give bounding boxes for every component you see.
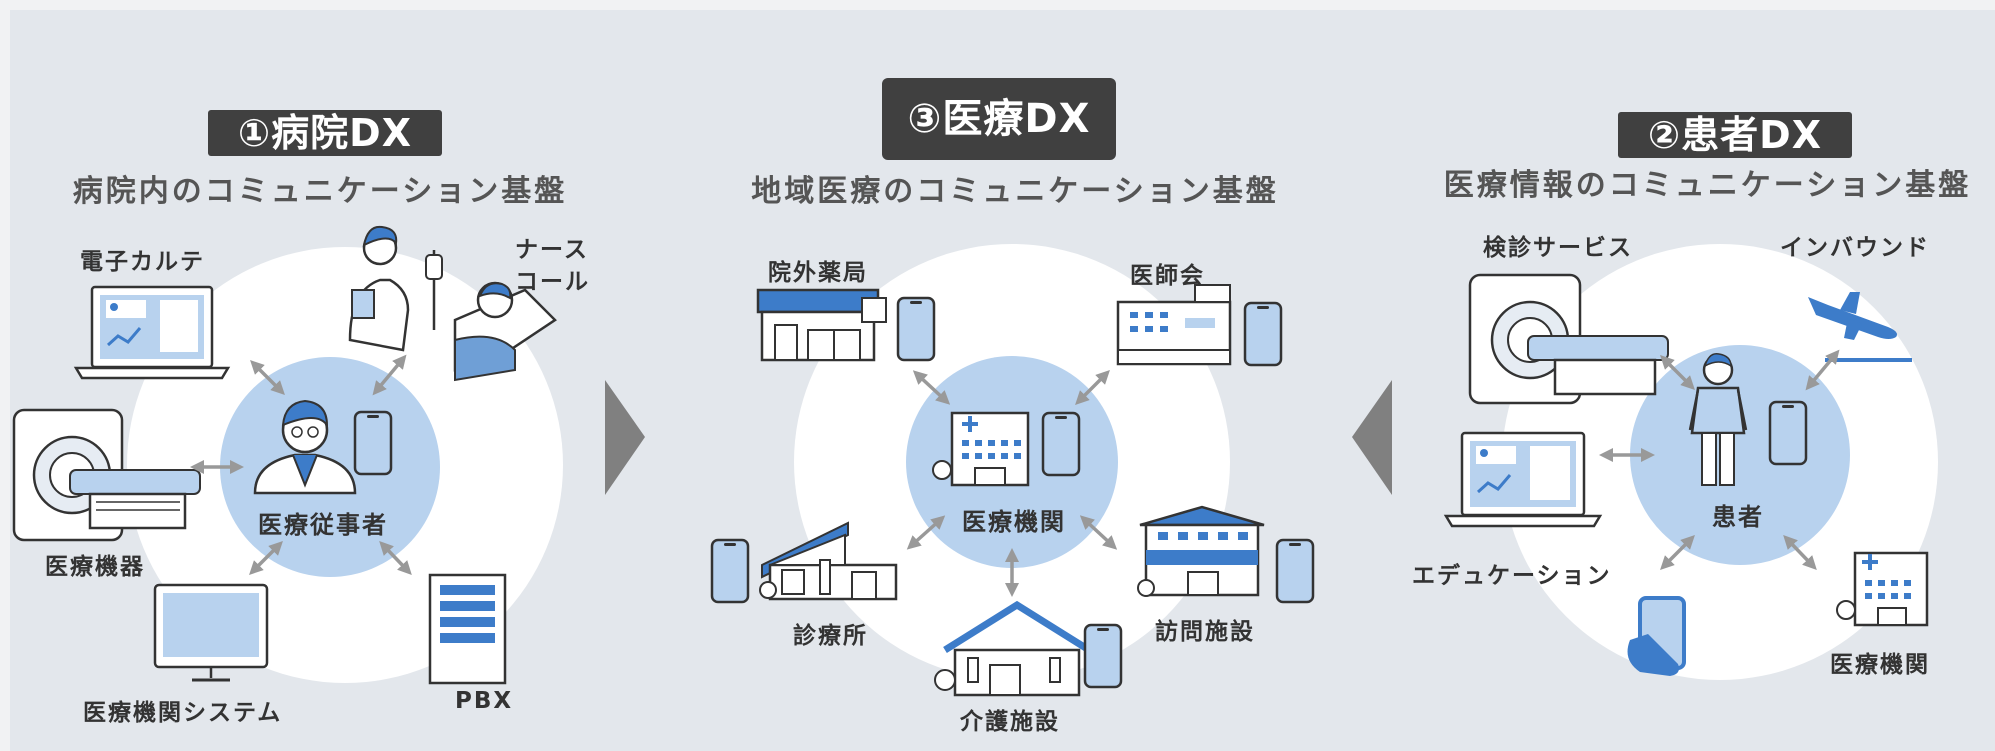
- nurse-call-icon: [348, 225, 557, 382]
- nurse-call-label-line2: コール: [515, 269, 590, 295]
- smartphone-icon: [896, 296, 936, 362]
- nurse-call-label-line1: ナース: [515, 237, 589, 263]
- laptop-emr-icon: [73, 285, 231, 380]
- emr-label: 電子カルテ: [80, 249, 205, 275]
- checkup-mri-icon: [1468, 273, 1669, 405]
- care-facility-label: 介護施設: [960, 709, 1060, 735]
- patient-connection-arrows: [1599, 349, 1840, 571]
- hospital-connection-arrows: [190, 354, 412, 576]
- patient-center-disc: [1630, 345, 1850, 565]
- hand-phone-icon: [1627, 596, 1686, 676]
- chevron-left-icon: [1352, 380, 1392, 495]
- smartphone-icon: [1243, 301, 1283, 367]
- medical-dx-tag: ③医療DX: [882, 78, 1116, 160]
- pbx-server-icon: [428, 573, 507, 685]
- smartphone-icon: [710, 538, 750, 604]
- monitor-icon: [153, 583, 269, 682]
- hospital-dx-tag: ①病院DX: [208, 110, 442, 156]
- clinic-label: 診療所: [793, 623, 868, 649]
- visiting-facility-label: 訪問施設: [1155, 619, 1255, 645]
- hospital-building-icon: [932, 411, 1030, 487]
- patient-center-label: 患者: [1712, 503, 1764, 531]
- medical-subtitle: 地域医療のコミュニケーション基盤: [751, 174, 1279, 209]
- education-laptop-icon: [1443, 431, 1603, 528]
- medical-device-label: 医療機器: [45, 554, 145, 580]
- medical-association-icon: [1116, 284, 1232, 366]
- medical-association-label: 医師会: [1130, 263, 1205, 289]
- pharmacy-icon: [756, 288, 887, 362]
- chevron-right-icon: [605, 380, 645, 495]
- visiting-facility-icon: [1137, 505, 1265, 597]
- doctor-icon: [253, 399, 357, 495]
- hospital-subtitle: 病院内のコミュニケーション基盤: [72, 174, 568, 209]
- airplane-icon: [1808, 292, 1912, 362]
- pharmacy-label: 院外薬局: [768, 260, 868, 286]
- institution-system-label: 医療機関システム: [83, 700, 283, 726]
- smartphone-icon: [1041, 411, 1081, 477]
- smartphone-icon: [1275, 538, 1315, 604]
- inbound-label: インバウンド: [1780, 235, 1930, 261]
- institution-building-icon: [1836, 551, 1929, 627]
- smartphone-icon: [1083, 623, 1123, 689]
- smartphone-icon: [1768, 400, 1808, 466]
- education-label: エデュケーション: [1412, 563, 1612, 589]
- patient-subtitle: 医療情報のコミュニケーション基盤: [1443, 168, 1972, 203]
- checkup-label: 検診サービス: [1483, 235, 1633, 261]
- medical-connection-arrows: [906, 370, 1118, 597]
- patient-icon: [1688, 353, 1748, 486]
- institution-label: 医療機関: [1830, 652, 1930, 678]
- patient-dx-tag: ②患者DX: [1618, 112, 1852, 158]
- smartphone-icon: [353, 410, 393, 476]
- care-facility-icon: [934, 600, 1091, 697]
- medical-center-label: 医療機関: [962, 508, 1066, 536]
- pbx-label: PBX: [455, 688, 514, 714]
- hospital-center-label: 医療従事者: [258, 511, 388, 539]
- clinic-icon: [759, 521, 898, 601]
- mri-machine-icon: [12, 408, 201, 542]
